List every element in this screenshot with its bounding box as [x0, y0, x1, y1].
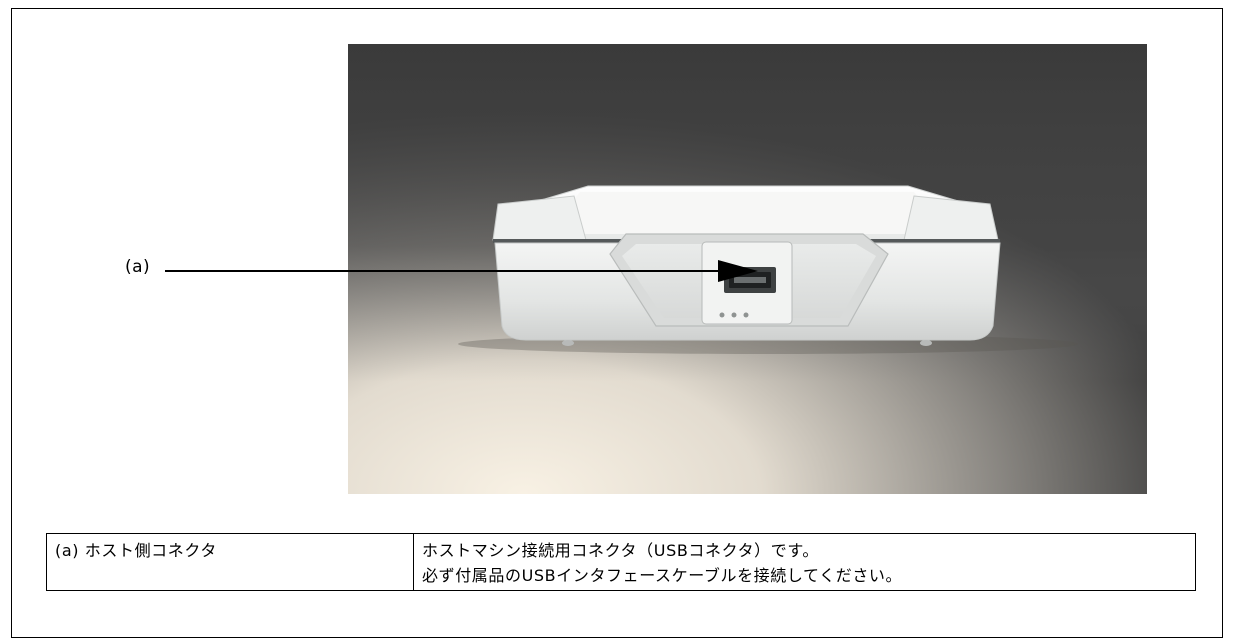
table-cell-term: (a) ホスト側コネクタ [46, 533, 414, 591]
term-text: (a) ホスト側コネクタ [55, 541, 217, 560]
table-row: (a) ホスト側コネクタ ホストマシン接続用コネクタ（USBコネクタ）です。 必… [46, 533, 1196, 591]
device-photo [348, 44, 1147, 494]
description-line-1: ホストマシン接続用コネクタ（USBコネクタ）です。 [422, 541, 819, 560]
table-cell-description: ホストマシン接続用コネクタ（USBコネクタ）です。 必ず付属品のUSBインタフェ… [413, 533, 1196, 591]
description-line-2: 必ず付属品のUSBインタフェースケーブルを接続してください。 [422, 566, 903, 585]
callout-label-a: (a) [125, 257, 151, 277]
description-table: (a) ホスト側コネクタ ホストマシン接続用コネクタ（USBコネクタ）です。 必… [46, 533, 1196, 591]
